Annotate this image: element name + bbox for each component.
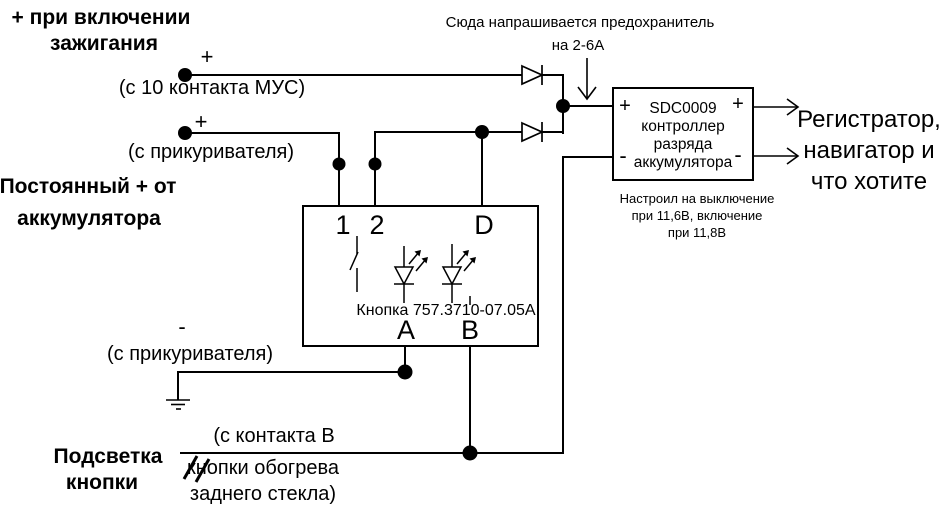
cigarette-plus-sign: + — [194, 109, 208, 134]
controller-label: SDC0009 контроллер разряда аккумулятора — [613, 100, 753, 172]
mus-plus-sign: + — [200, 44, 214, 69]
controller-desc2: разряда — [653, 136, 713, 153]
controller-plus-right: + — [732, 93, 744, 115]
fuse-note-line1: Сюда напрашивается предохранитель — [445, 14, 715, 31]
button-pin-a: A — [396, 315, 416, 345]
controller-desc3: аккумулятора — [633, 154, 733, 171]
button-caption: Кнопка 757.3710-07.05A — [356, 302, 536, 319]
cigarette-minus-sign: - — [178, 314, 186, 339]
output-line3: что хотите — [810, 168, 928, 195]
output-line2: навигатор и — [803, 137, 935, 164]
output-line1: Регистратор, — [797, 106, 941, 133]
ground-icon — [166, 399, 190, 410]
button-pin-1: 1 — [335, 210, 351, 240]
led-icon — [441, 244, 476, 303]
button-pin-2: 2 — [369, 210, 385, 240]
controller-plus-left: + — [619, 95, 631, 117]
break-marks-icon — [182, 455, 211, 483]
junction-dot — [368, 157, 382, 171]
output-arrow-icon — [753, 98, 800, 116]
button-pin-b: B — [460, 315, 480, 345]
controller-minus-left: - — [619, 143, 627, 168]
button-box — [302, 205, 539, 347]
controller-name: SDC0009 — [649, 100, 717, 117]
cigarette-source-label: (с прикуривателя) — [127, 141, 295, 163]
switch-icon — [349, 236, 359, 292]
backlight-title-line1: Подсветка — [53, 445, 163, 468]
diode-icon — [521, 121, 545, 143]
controller-note-line2: при 11,6В, включение — [631, 208, 763, 223]
controller-minus-right: - — [734, 142, 742, 167]
wire-minus-bottom — [180, 156, 613, 461]
button-pin-d: D — [474, 210, 494, 240]
battery-title-line1: Постоянный + от — [0, 175, 177, 198]
battery-title-line2: аккумулятора — [17, 207, 161, 230]
wire-pin2 — [368, 125, 563, 206]
heater-label-line3: заднего стекла) — [189, 483, 337, 505]
heater-label-line1: (с контакта В — [213, 425, 335, 447]
wire-cigarette-plus — [178, 126, 346, 206]
ignition-title-line1: + при включении — [11, 6, 191, 29]
wire-ground — [177, 346, 413, 400]
controller-note: Настроил на выключение при 11,6В, включе… — [620, 190, 775, 241]
controller-box — [612, 87, 754, 181]
output-devices-label: Регистратор, навигатор и что хотите — [797, 104, 941, 197]
diode-icon — [521, 64, 545, 86]
controller-note-line1: Настроил на выключение — [619, 191, 775, 206]
backlight-title-line2: кнопки — [65, 471, 139, 494]
controller-desc1: контроллер — [641, 118, 725, 135]
output-arrow-icon — [753, 147, 800, 165]
led-icon — [393, 246, 428, 303]
mus-source-label: (с 10 контакта МУС) — [118, 77, 306, 99]
fuse-arrow-icon — [577, 58, 597, 101]
wire-ignition — [178, 68, 613, 134]
cigarette-ground-label: (с прикуривателя) — [106, 343, 274, 365]
controller-note-line3: при 11,8В — [667, 225, 727, 240]
heater-label-line2: кнопки обогрева — [187, 457, 339, 479]
ignition-title-line2: зажигания — [50, 32, 158, 55]
fuse-note-line2: на 2-6А — [551, 37, 605, 54]
junction-dot — [332, 157, 346, 171]
